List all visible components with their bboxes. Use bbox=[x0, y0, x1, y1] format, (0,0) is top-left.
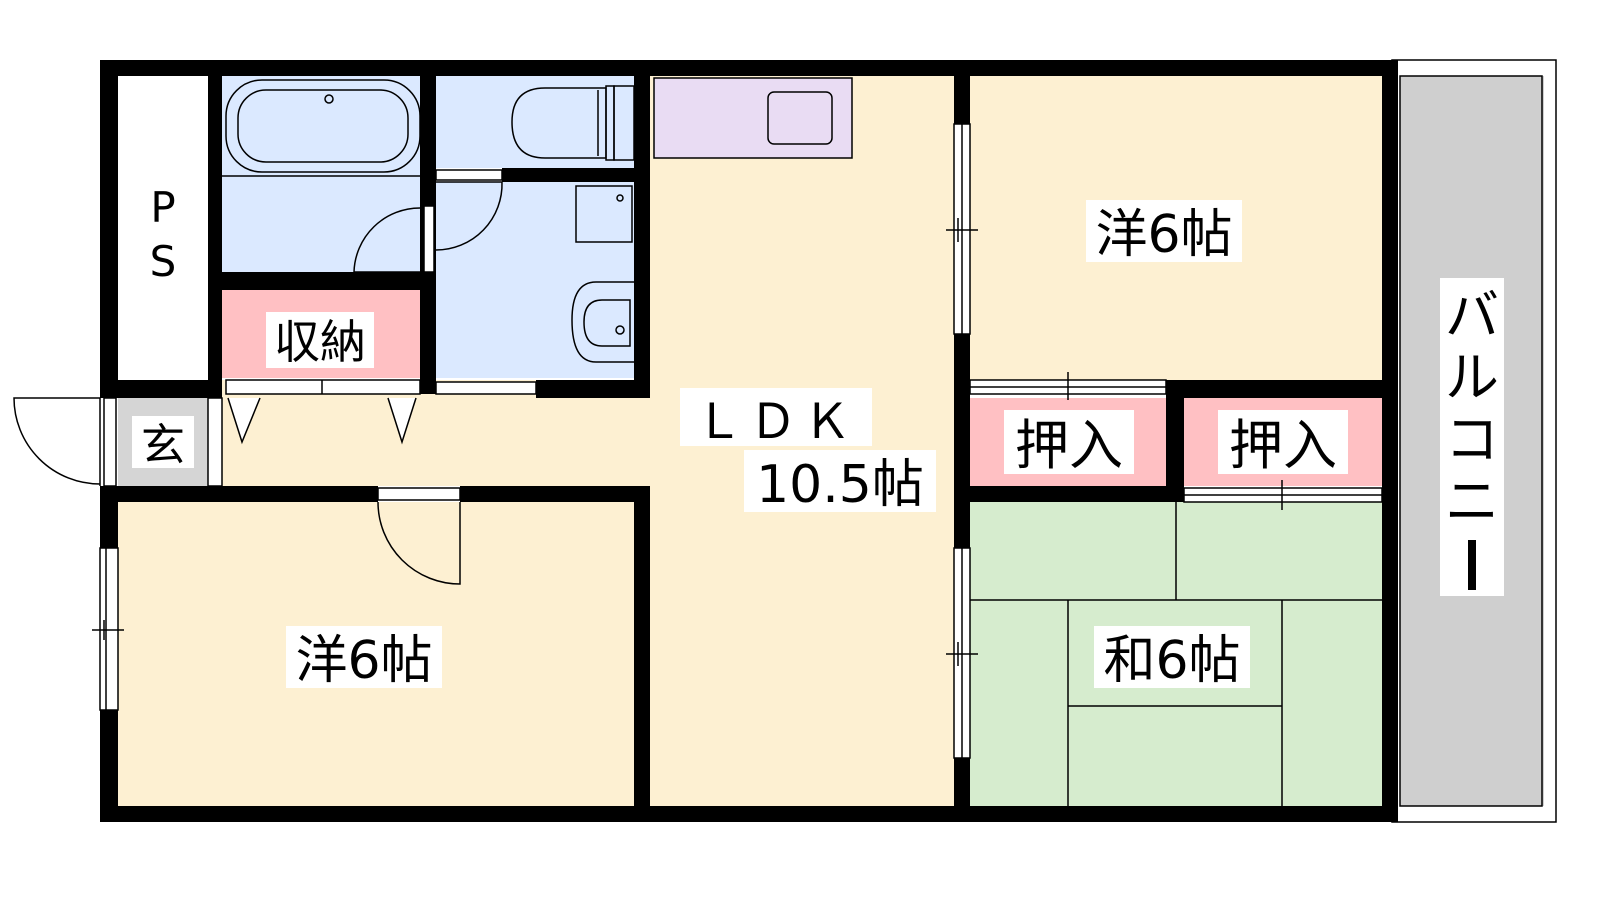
wall-toilet-bottom-a bbox=[502, 168, 634, 182]
ps-label-line1: P bbox=[150, 183, 175, 232]
wall-ldk-right-c bbox=[954, 758, 970, 822]
washer-pan bbox=[575, 185, 633, 243]
balcony-label-char: ル bbox=[1445, 346, 1499, 409]
washbasin-bowl bbox=[583, 299, 631, 347]
bedroom-door-swing bbox=[377, 501, 461, 585]
balcony-label-dash bbox=[1468, 540, 1476, 590]
entrance-frame bbox=[103, 397, 117, 487]
wall-closet-top bbox=[1166, 380, 1382, 398]
washroom-fill bbox=[436, 182, 634, 378]
western-bottom-label-bg bbox=[286, 626, 442, 688]
entrance-door-swing bbox=[13, 397, 101, 485]
labels: P S 収納 玄 ＬＤＫ 10.5帖 洋6帖 洋6帖 押入 押入 和6帖 バ ル… bbox=[132, 183, 1504, 691]
western-bottom-label: 洋6帖 bbox=[295, 631, 432, 691]
wall-left-upper bbox=[100, 60, 118, 398]
wall-top bbox=[100, 60, 1398, 76]
wall-left-lower-b bbox=[100, 710, 118, 822]
ldk-label: ＬＤＫ bbox=[695, 394, 857, 450]
toilet-door-frame bbox=[435, 169, 503, 181]
wall-ldk-right-a bbox=[954, 60, 970, 124]
ldk-size-label: 10.5帖 bbox=[756, 455, 924, 515]
wall-closet-mid bbox=[1166, 380, 1184, 502]
kitchen-sink bbox=[767, 91, 833, 145]
japanese-label-bg bbox=[1094, 626, 1250, 688]
storage-label: 収納 bbox=[274, 315, 366, 369]
entrance-label-bg bbox=[132, 416, 194, 468]
shoe-box-mark bbox=[387, 397, 417, 445]
kitchen-counter bbox=[653, 77, 853, 159]
walls bbox=[100, 60, 1398, 822]
wall-bottom bbox=[100, 806, 1398, 822]
storage-sliding-door bbox=[225, 379, 421, 395]
window-left bbox=[99, 547, 119, 711]
wall-wash-bottom bbox=[536, 380, 650, 398]
wall-ps bbox=[208, 76, 222, 398]
closet-right-label: 押入 bbox=[1229, 414, 1337, 477]
entrance-step bbox=[207, 397, 223, 487]
balcony-label-char: バ bbox=[1445, 284, 1499, 347]
bathroom-fill bbox=[222, 76, 420, 272]
bathtub-inner bbox=[237, 89, 409, 163]
toilet-door-swing bbox=[435, 181, 503, 251]
closet-left-label-bg bbox=[1004, 410, 1134, 474]
balcony-label-char: コ bbox=[1445, 408, 1499, 471]
western-top-label-bg bbox=[1086, 200, 1242, 262]
closet-right-label-bg bbox=[1218, 410, 1348, 474]
western-top-label: 洋6帖 bbox=[1095, 205, 1232, 265]
washbasin-drain bbox=[615, 325, 625, 335]
bathtub-drain bbox=[324, 94, 334, 104]
washbasin bbox=[571, 281, 634, 363]
ps-room bbox=[118, 76, 208, 380]
closet-left-label: 押入 bbox=[1015, 414, 1123, 477]
japanese-label: 和6帖 bbox=[1103, 631, 1240, 691]
wash-sliding-door bbox=[435, 381, 537, 395]
bath-door-swing bbox=[353, 207, 421, 273]
toilet-fill bbox=[436, 76, 634, 168]
toilet-bowl bbox=[511, 87, 607, 159]
wall-ldk-right-b bbox=[954, 334, 970, 548]
wall-bedroom-top-b bbox=[460, 486, 650, 502]
ps-label-line2: S bbox=[150, 237, 177, 286]
bath-door-frame bbox=[423, 205, 435, 273]
ldk-label-bg-1 bbox=[680, 388, 872, 446]
wall-wash-right bbox=[634, 76, 650, 398]
wall-closet-bottom bbox=[970, 486, 1184, 502]
balcony-label-char: ニ bbox=[1445, 470, 1499, 533]
bedroom-door-frame bbox=[377, 487, 461, 501]
wall-bedroom-top-a bbox=[100, 486, 378, 502]
wall-right bbox=[1382, 60, 1398, 822]
openings bbox=[13, 123, 1383, 759]
ldk-label-bg-2 bbox=[744, 450, 936, 512]
wall-ps-bottom bbox=[100, 380, 222, 398]
entrance-label: 玄 bbox=[141, 420, 185, 471]
washer-drain bbox=[616, 194, 624, 202]
wall-bath-bottom bbox=[222, 272, 436, 290]
balcony-rail bbox=[1399, 75, 1543, 807]
shoe-box-mark bbox=[227, 397, 261, 445]
wall-bedroom-right bbox=[634, 486, 650, 822]
storage-label-bg bbox=[266, 312, 374, 368]
